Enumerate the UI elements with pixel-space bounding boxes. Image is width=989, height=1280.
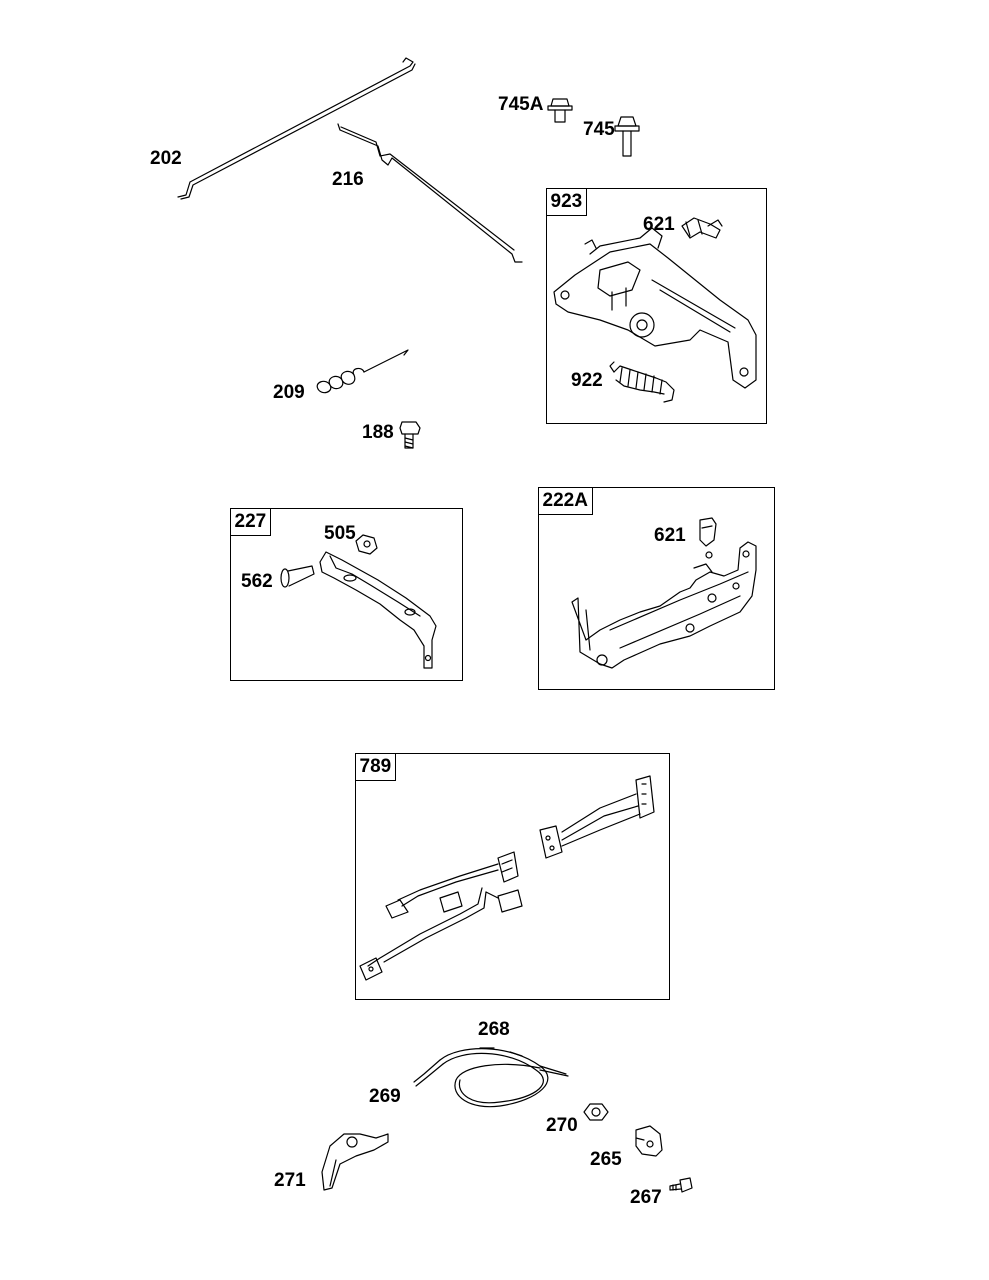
part-270-nut-drawing <box>583 1103 609 1121</box>
part-621-clip-222a-drawing <box>699 517 717 559</box>
part-label-562: 562 <box>241 571 273 592</box>
part-227-lever-drawing <box>319 551 437 669</box>
part-label-505: 505 <box>324 523 356 544</box>
assembly-tag-227: 227 <box>229 507 272 536</box>
part-label-270: 270 <box>546 1115 578 1136</box>
part-label-745: 745 <box>583 119 615 140</box>
assembly-box-222a: 222A <box>537 486 775 690</box>
part-188-bolt-drawing <box>399 421 421 449</box>
part-label-621-top: 621 <box>643 214 675 235</box>
part-745a-bolt-drawing <box>547 98 573 123</box>
part-label-216: 216 <box>332 169 364 190</box>
part-923-governor-control-drawing <box>553 227 757 389</box>
part-label-202: 202 <box>150 148 182 169</box>
assembly-box-923: 923 <box>545 187 767 424</box>
part-202-rod-drawing <box>177 57 416 200</box>
part-271-lever-drawing <box>321 1133 389 1191</box>
part-267-screw-drawing <box>669 1177 693 1193</box>
part-label-621-222a: 621 <box>654 525 686 546</box>
part-922-spring-drawing <box>609 361 675 403</box>
part-268-cable-drawing <box>413 1047 569 1108</box>
part-label-267: 267 <box>630 1187 662 1208</box>
assembly-tag-923: 923 <box>545 187 588 216</box>
part-265-bracket-drawing <box>635 1125 663 1157</box>
assembly-box-789: 789 <box>354 752 670 1000</box>
part-222a-control-bracket-drawing <box>571 541 757 669</box>
part-label-265: 265 <box>590 1149 622 1170</box>
part-label-271: 271 <box>274 1170 306 1191</box>
part-label-188: 188 <box>362 422 394 443</box>
part-216-link-drawing <box>337 123 523 263</box>
part-label-745a: 745A <box>498 94 544 115</box>
part-label-268: 268 <box>478 1019 510 1040</box>
part-789-wiring-harness-drawing <box>359 775 655 981</box>
part-505-nut-drawing <box>355 534 378 555</box>
part-621-clip-top-drawing <box>681 217 723 239</box>
part-label-922: 922 <box>571 370 603 391</box>
part-label-209: 209 <box>273 382 305 403</box>
part-209-spring-drawing <box>316 349 409 394</box>
assembly-box-227: 227 <box>229 507 463 681</box>
assembly-tag-789: 789 <box>354 752 397 781</box>
part-745-bolt-drawing <box>614 116 640 157</box>
part-label-269: 269 <box>369 1086 401 1107</box>
part-562-pin-drawing <box>280 565 315 588</box>
assembly-tag-222a: 222A <box>537 486 593 515</box>
